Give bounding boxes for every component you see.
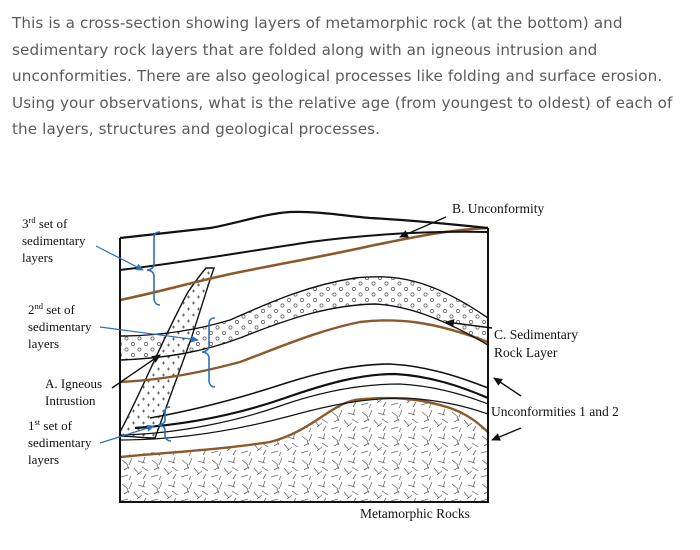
label-second-set-line2: sedimentary (28, 319, 92, 334)
label-third-set-line1: 3rd set of (22, 215, 68, 231)
unconformity-line-2 (134, 372, 488, 430)
bracket-first-set (157, 406, 172, 442)
label-sed-layer-c-line2: Rock Layer (494, 345, 558, 360)
label-unconformity-b: B. Unconformity (452, 201, 544, 216)
pointer-second-set (99, 326, 199, 343)
sedimentary-boundary-black-4 (120, 383, 488, 436)
pointer-unconformity-1 (493, 377, 522, 397)
label-metamorphic: Metamorphic Rocks (360, 506, 470, 521)
label-unconformities: Unconformities 1 and 2 (491, 404, 619, 419)
label-first-set-line3: layers (28, 452, 59, 467)
label-igneous-line1: A. Igneous (45, 376, 102, 391)
pointer-unconformity-b (399, 216, 447, 238)
label-igneous-line2: Intrustion (45, 393, 96, 408)
sandstone-layer-c (120, 276, 488, 360)
sedimentary-boundary-brown-1 (120, 319, 488, 384)
label-second-set-line3: layers (28, 336, 59, 351)
label-sed-layer-c-line1: C. Sedimentary (494, 327, 578, 342)
label-third-set-line2: sedimentary (22, 233, 86, 248)
pointer-third-set (95, 245, 144, 271)
pointer-first-set (99, 424, 155, 444)
pointer-igneous (111, 354, 161, 389)
label-first-set-line1: 1st set of (28, 417, 73, 433)
pointer-sed-layer-c (445, 319, 493, 329)
question-text: This is a cross-section showing layers o… (12, 14, 673, 138)
bracket-second-set (201, 317, 216, 388)
label-first-set-line2: sedimentary (28, 435, 92, 450)
igneous-intrusion-texture (120, 268, 214, 438)
cross-section-frame (119, 228, 489, 503)
sedimentary-boundary-black-1 (120, 276, 488, 337)
unconformity-line-1 (120, 396, 488, 459)
sedimentary-boundary-black-3 (149, 363, 488, 419)
pointer-unconformity-2 (491, 427, 522, 441)
sedimentary-boundary-black-2 (120, 303, 488, 361)
sedimentary-boundary-top (119, 230, 489, 271)
metamorphic-rock-layer (120, 398, 488, 502)
label-third-set-line3: layers (22, 250, 53, 265)
bracket-third-set (146, 231, 161, 306)
label-second-set-line1: 2nd set of (28, 301, 75, 317)
unconformity-line-b (120, 226, 488, 302)
sedimentary-boundary-black-5 (120, 397, 488, 441)
